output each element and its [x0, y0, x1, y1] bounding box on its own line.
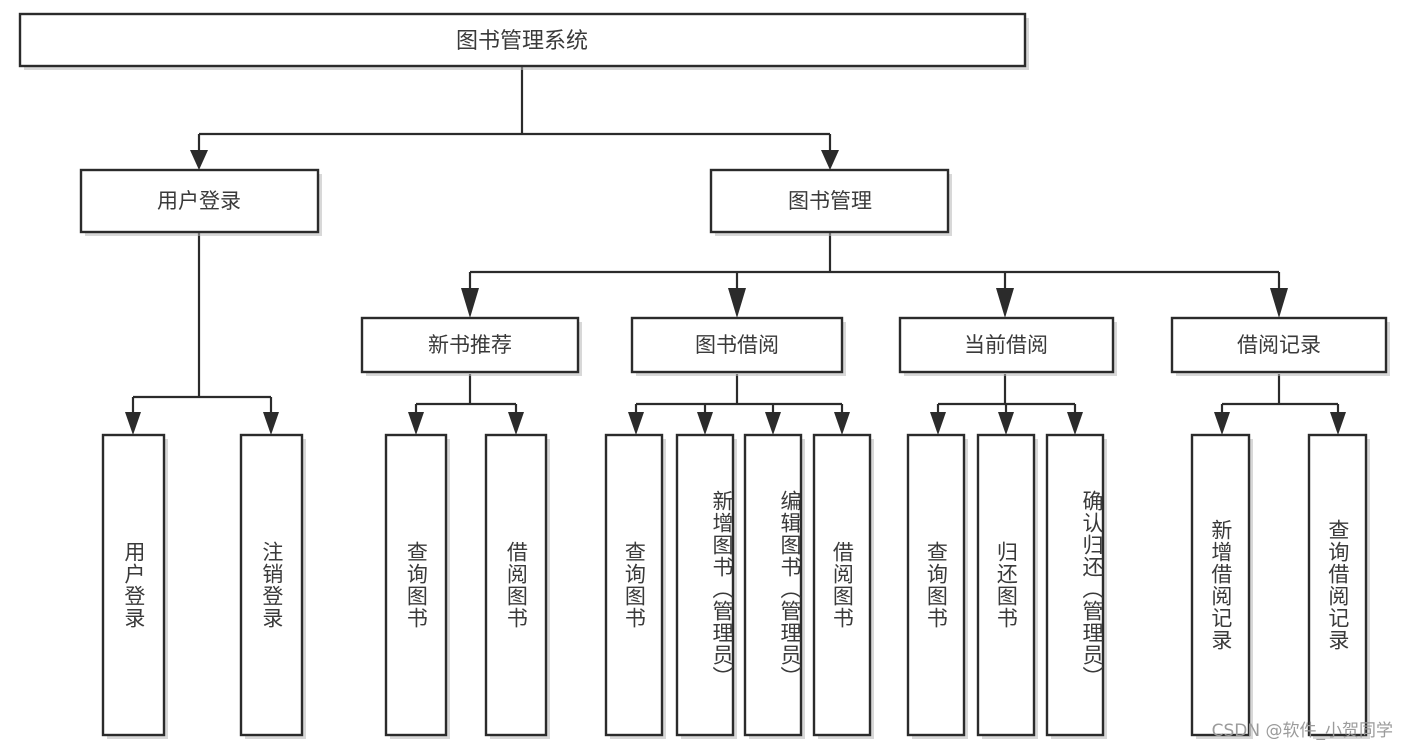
node-current-borrow-rect[interactable] — [898, 316, 1115, 374]
node-root-rect[interactable] — [18, 12, 1027, 68]
node-root-label: 图书管理系统 — [456, 29, 588, 54]
node-borrow-record-label: 借阅记录 — [1237, 333, 1321, 357]
arrowhead-leaf-book-borrow-0 — [628, 412, 644, 435]
node-user-login-rect[interactable] — [79, 168, 320, 234]
leaf-current-borrow-1-rect[interactable] — [976, 433, 1036, 737]
node-user-login-label: 用户登录 — [157, 189, 241, 213]
leaf-book-borrow-3-rect[interactable] — [812, 433, 872, 737]
leaf-node-borrow-record-1[interactable] — [1307, 433, 1370, 739]
csdn-watermark: CSDN @软件_小贺同学 — [1211, 721, 1393, 741]
arrowhead-leaf-new-book-0 — [408, 412, 424, 435]
node-current-borrow[interactable]: 当前借阅 — [898, 316, 1117, 376]
arrowhead-leaf-current-borrow-2 — [1067, 412, 1083, 435]
leaf-node-book-borrow-1[interactable] — [675, 433, 737, 739]
leaf-new-book-1-rect[interactable] — [484, 433, 548, 737]
leaf-node-book-borrow-2[interactable] — [743, 433, 805, 739]
leaf-current-borrow-0-rect[interactable] — [906, 433, 966, 737]
arrowhead-leaf-new-book-1 — [508, 412, 524, 435]
leaf-current-borrow-2-rect[interactable] — [1045, 433, 1105, 737]
arrowhead-current-borrow — [996, 288, 1014, 318]
node-layer: 图书管理系统 用户登录 图书管理 新书推荐 — [18, 12, 1390, 739]
leaf-book-borrow-2-rect[interactable] — [743, 433, 803, 737]
node-book-borrow-rect[interactable] — [630, 316, 844, 374]
leaf-book-borrow-0-rect[interactable] — [604, 433, 664, 737]
node-new-book-recommend-label: 新书推荐 — [428, 333, 512, 357]
leaf-node-new-book-1[interactable] — [484, 433, 550, 739]
node-book-manage-rect[interactable] — [709, 168, 950, 234]
arrowhead-leaf-user-login-1 — [263, 412, 279, 435]
arrowhead-leaf-book-borrow-1 — [697, 412, 713, 435]
leaf-node-current-borrow-2[interactable] — [1045, 433, 1107, 739]
connector-layer — [125, 67, 1346, 435]
arrowhead-leaf-borrow-record-0 — [1214, 412, 1230, 435]
node-book-borrow-label: 图书借阅 — [695, 333, 779, 357]
node-book-manage[interactable]: 图书管理 — [709, 168, 952, 236]
node-new-book-recommend-rect[interactable] — [360, 316, 580, 374]
arrowhead-leaf-user-login-0 — [125, 412, 141, 435]
leaf-user-login-1-rect[interactable] — [239, 433, 304, 737]
leaf-node-new-book-0[interactable] — [384, 433, 450, 739]
arrowhead-user-login — [190, 150, 208, 170]
arrowhead-leaf-borrow-record-1 — [1330, 412, 1346, 435]
leaf-node-borrow-record-0[interactable] — [1190, 433, 1253, 739]
arrowhead-book-manage — [821, 150, 839, 170]
leaf-borrow-record-1-rect[interactable] — [1307, 433, 1368, 737]
arrowhead-new-book-recommend — [461, 288, 479, 318]
node-book-manage-label: 图书管理 — [788, 189, 872, 213]
node-root[interactable]: 图书管理系统 — [18, 12, 1029, 70]
node-new-book-recommend[interactable]: 新书推荐 — [360, 316, 582, 376]
leaf-borrow-record-0-rect[interactable] — [1190, 433, 1251, 737]
node-borrow-record[interactable]: 借阅记录 — [1170, 316, 1390, 376]
leaf-new-book-0-rect[interactable] — [384, 433, 448, 737]
leaf-node-user-login-1[interactable] — [239, 433, 306, 739]
leaf-user-login-0-rect[interactable] — [101, 433, 166, 737]
arrowhead-book-borrow — [728, 288, 746, 318]
leaf-node-book-borrow-0[interactable] — [604, 433, 666, 739]
leaf-node-book-borrow-3[interactable] — [812, 433, 874, 739]
leaf-book-borrow-1-rect[interactable] — [675, 433, 735, 737]
leaf-node-current-borrow-0[interactable] — [906, 433, 968, 739]
node-current-borrow-label: 当前借阅 — [964, 333, 1048, 357]
leaf-node-current-borrow-1[interactable] — [976, 433, 1038, 739]
arrowhead-leaf-book-borrow-3 — [834, 412, 850, 435]
arrowhead-leaf-current-borrow-1 — [998, 412, 1014, 435]
arrowhead-leaf-current-borrow-0 — [930, 412, 946, 435]
arrowhead-leaf-book-borrow-2 — [765, 412, 781, 435]
node-user-login[interactable]: 用户登录 — [79, 168, 322, 236]
node-book-borrow[interactable]: 图书借阅 — [630, 316, 846, 376]
node-borrow-record-rect[interactable] — [1170, 316, 1388, 374]
arrowhead-borrow-record — [1270, 288, 1288, 318]
leaf-node-user-login-0[interactable] — [101, 433, 168, 739]
